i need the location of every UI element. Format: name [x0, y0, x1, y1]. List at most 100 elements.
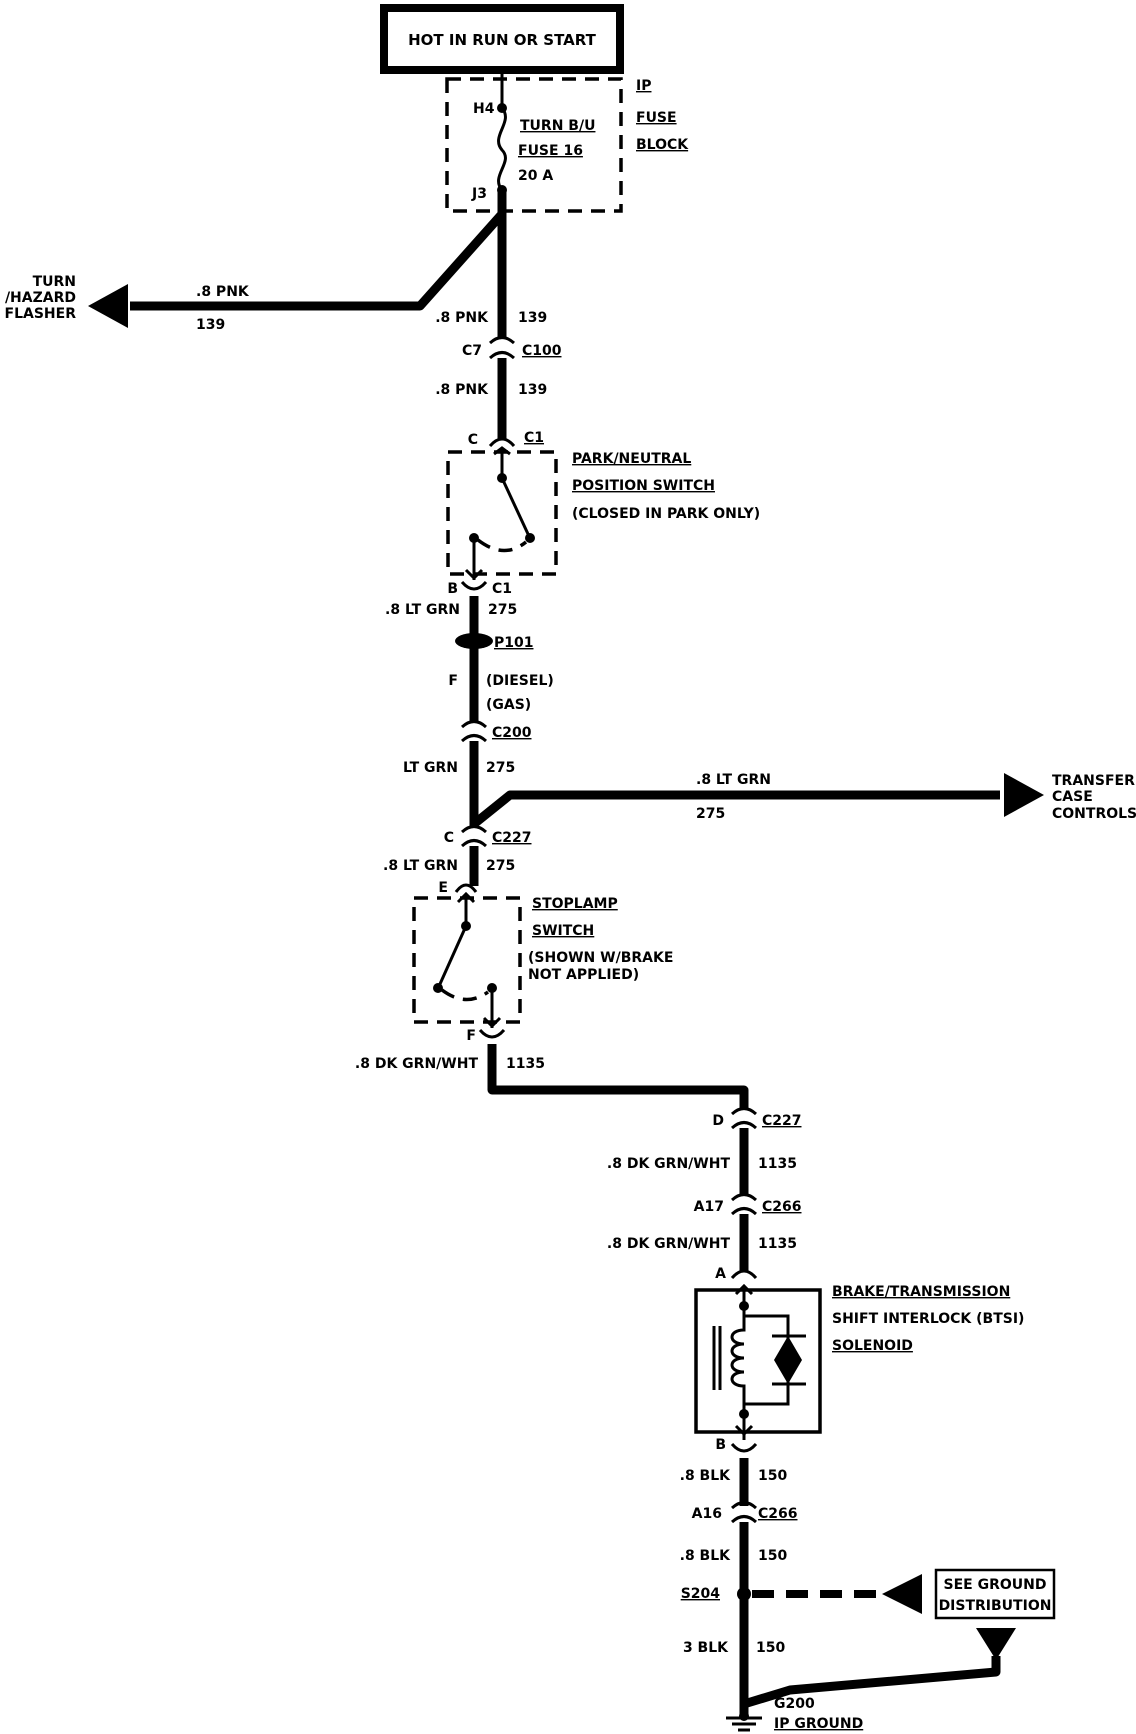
fuse-rating: 20 A — [518, 168, 553, 184]
wire-label-dkgrn-1-color: .8 DK GRN/WHT — [355, 1056, 479, 1072]
c266b-pin: A16 — [692, 1506, 722, 1522]
wire-label-ltgrn-1-circuit: 275 — [488, 602, 517, 618]
connector-c227-b: D C227 — [712, 1107, 802, 1130]
wire-label-pnk-1-color: .8 PNK — [435, 310, 489, 326]
connector-pn-top: C C1 — [468, 430, 544, 448]
splice-name: S204 — [681, 1586, 721, 1602]
wire-label-blk-3-circuit: 150 — [756, 1640, 785, 1656]
fuse-terminal-h4-label: H4 — [473, 101, 495, 117]
p101-inline-connector: P101 F (DIESEL) (GAS) — [448, 633, 554, 713]
wire-label-blk-1-circuit: 150 — [758, 1468, 787, 1484]
transfer-label-3: CONTROLS — [1052, 806, 1136, 822]
pn-switch-blade — [500, 477, 530, 535]
stoplamp-switch: STOPLAMP SWITCH (SHOWN W/BRAKE NOT APPLI… — [412, 891, 673, 1029]
wire-label-ltgrn-3-color: .8 LT GRN — [383, 858, 458, 874]
stoplamp-note-1: (SHOWN W/BRAKE — [528, 950, 673, 966]
wire-label-blk-2-circuit: 150 — [758, 1548, 787, 1564]
stop-top-pin: E — [438, 880, 448, 896]
c266a-pin: A17 — [694, 1199, 724, 1215]
ground-location: IP GROUND — [774, 1716, 863, 1732]
ground-ref-arrow-icon — [882, 1574, 922, 1614]
c227a-name: C227 — [492, 830, 532, 846]
fuse-block-title-1: IP — [636, 78, 651, 94]
wire-label-pnk-2-color: .8 PNK — [435, 382, 489, 398]
solenoid-title-2: SHIFT INTERLOCK (BTSI) — [832, 1311, 1024, 1327]
fuse-element — [497, 107, 507, 191]
wire-label-dkgrn-2-color: .8 DK GRN/WHT — [607, 1156, 731, 1172]
wire-label-blk-2-color: .8 BLK — [680, 1548, 732, 1564]
ip-fuse-block: H4 J3 TURN B/U FUSE 16 20 A IP FUSE BLOC… — [445, 70, 689, 213]
flasher-label-2: /HAZARD — [5, 290, 76, 306]
connector-sol-bottom: B — [715, 1437, 758, 1453]
wire-dkgrn-1135-1 — [487, 1044, 749, 1110]
c200-name: C200 — [492, 725, 532, 741]
ground-name: G200 — [774, 1696, 815, 1712]
c227b-pin: D — [712, 1113, 724, 1129]
connector-c200: C200 — [460, 720, 532, 743]
fuse-block-title-3: BLOCK — [636, 137, 689, 153]
pn-bottom-pin: B — [447, 581, 458, 597]
ground-ref-line-1: SEE GROUND — [944, 1577, 1047, 1593]
pn-note: (CLOSED IN PARK ONLY) — [572, 506, 760, 522]
chassis-ground-icon — [976, 1628, 1016, 1660]
pn-bottom-name: C1 — [492, 581, 512, 597]
pn-title-1: PARK/NEUTRAL — [572, 451, 691, 467]
connector-pn-bottom: B C1 — [447, 580, 512, 597]
transfer-circuit: 275 — [696, 806, 725, 822]
stop-bottom-pin: F — [466, 1028, 476, 1044]
connector-c266-b: A16 C266 — [692, 1501, 798, 1524]
wire-label-pnk-2-circuit: 139 — [518, 382, 547, 398]
connector-stop-top: E — [438, 880, 478, 896]
ground-g200: G200 IP GROUND — [726, 1696, 863, 1732]
stoplamp-title-2: SWITCH — [532, 923, 594, 939]
flasher-arrow-icon — [88, 284, 128, 328]
pn-top-pin: C — [468, 432, 478, 448]
wire-label-ltgrn-2-circuit: 275 — [486, 760, 515, 776]
wire-ground-strap — [742, 1656, 1001, 1709]
fuse-name-line1: TURN B/U — [520, 118, 595, 134]
power-source-text: HOT IN RUN OR START — [408, 31, 597, 49]
wire-to-flasher — [130, 211, 506, 311]
park-neutral-switch: PARK/NEUTRAL POSITION SWITCH (CLOSED IN … — [446, 446, 760, 581]
flasher-label-3: FLASHER — [5, 306, 77, 322]
connector-stop-bottom: F — [466, 1028, 506, 1044]
wire-label-dkgrn-3-circuit: 1135 — [758, 1236, 797, 1252]
sol-bottom-pin: B — [715, 1437, 726, 1453]
p101-name: P101 — [494, 635, 533, 651]
splice-s204: S204 — [681, 1574, 922, 1614]
pn-top-name: C1 — [524, 430, 544, 446]
solenoid-coil — [730, 1306, 746, 1414]
wire-label-ltgrn-1-color: .8 LT GRN — [385, 602, 460, 618]
stoplamp-title-1: STOPLAMP — [532, 896, 618, 912]
transfer-case-branch: TRANSFER CASE CONTROLS .8 LT GRN 275 — [471, 772, 1136, 828]
solenoid-title-1: BRAKE/TRANSMISSION — [832, 1284, 1010, 1300]
wire-label-blk-3-color: 3 BLK — [683, 1640, 729, 1656]
fuse-block-outline — [445, 77, 623, 213]
wire-label-dkgrn-3-color: .8 DK GRN/WHT — [607, 1236, 731, 1252]
wire-label-ltgrn-3-circuit: 275 — [486, 858, 515, 874]
wire-label-pnk-1-circuit: 139 — [518, 310, 547, 326]
flasher-wire-color: .8 PNK — [196, 284, 250, 300]
flasher-circuit: 139 — [196, 317, 225, 333]
c266a-name: C266 — [762, 1199, 802, 1215]
p101-note-gas: (GAS) — [486, 697, 531, 713]
flasher-branch: TURN /HAZARD FLASHER .8 PNK 139 — [5, 211, 506, 333]
wire-label-dkgrn-1-circuit: 1135 — [506, 1056, 545, 1072]
sol-top-pin: A — [715, 1266, 726, 1282]
see-ground-distribution[interactable]: SEE GROUND DISTRIBUTION — [934, 1568, 1056, 1620]
connector-sol-top: A — [715, 1266, 758, 1282]
transfer-label-1: TRANSFER — [1052, 773, 1135, 789]
flasher-label-1: TURN — [33, 274, 76, 290]
transfer-label-2: CASE — [1052, 789, 1093, 805]
connector-c227-a: C C227 — [444, 825, 532, 848]
transfer-arrow-icon — [1004, 773, 1044, 817]
connector-c266-a: A17 C266 — [694, 1193, 802, 1216]
wire-label-ltgrn-2-color: LT GRN — [403, 760, 458, 776]
fuse-block-title-2: FUSE — [636, 110, 677, 126]
c266b-name: C266 — [758, 1506, 798, 1522]
p101-pin: F — [448, 673, 458, 689]
transfer-wire-color: .8 LT GRN — [696, 772, 771, 788]
p101-note-diesel: (DIESEL) — [486, 673, 554, 689]
c227a-pin: C — [444, 830, 454, 846]
